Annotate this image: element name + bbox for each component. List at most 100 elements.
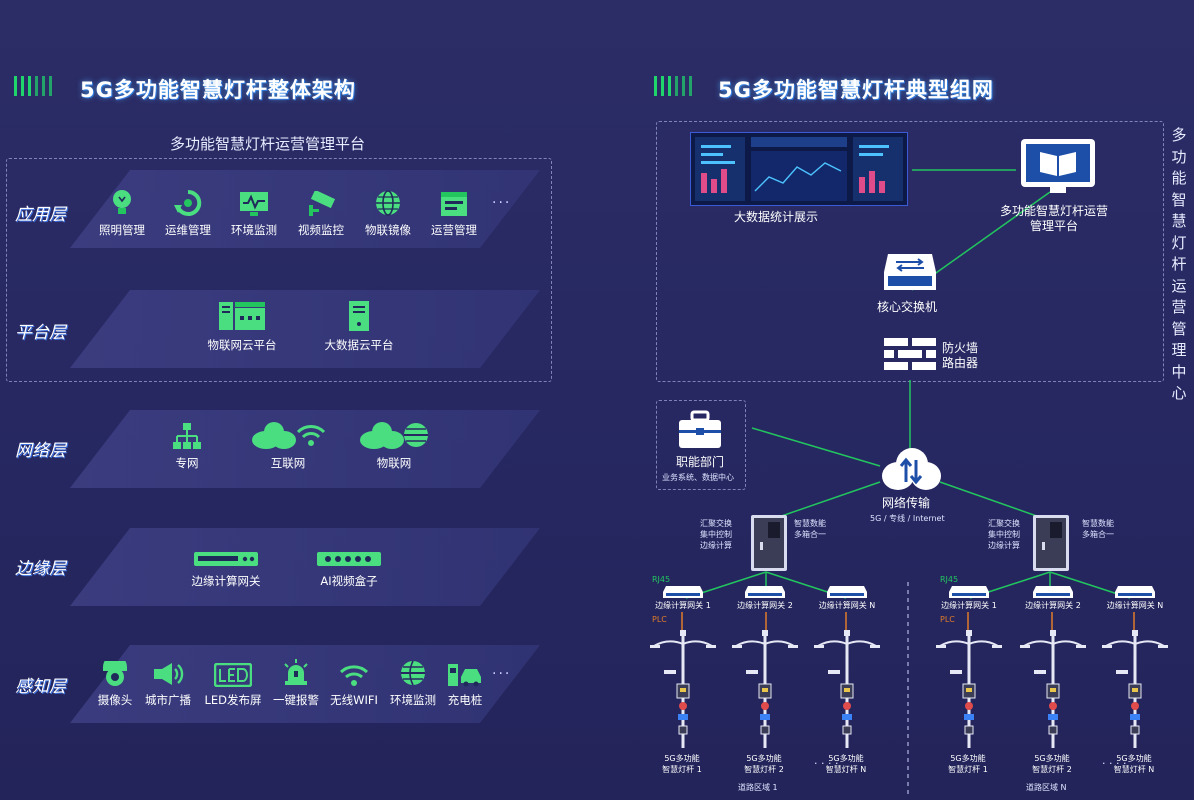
layer-label-network: 网络层 bbox=[15, 441, 66, 461]
cloud-globe-icon bbox=[354, 420, 434, 450]
pole-ellipsis-2: · · · · bbox=[1102, 757, 1127, 770]
street-pole-label: 5G多功能 智慧灯杆 2 bbox=[1032, 754, 1072, 774]
camera-icon bbox=[75, 657, 155, 687]
street-pole-label: 5G多功能 智慧灯杆 N bbox=[825, 754, 867, 774]
layer-label-application: 应用层 bbox=[15, 205, 66, 225]
smart-box-label-2: 智慧数能 多箱合一 bbox=[1082, 519, 1114, 539]
lightbulb-icon bbox=[82, 187, 162, 217]
charger-icon bbox=[425, 657, 505, 687]
pole-ellipsis-1: · · · · bbox=[814, 757, 839, 770]
plc-tag-1: PLC bbox=[652, 615, 667, 624]
monitor-wave-icon bbox=[214, 187, 294, 217]
globe-icon bbox=[348, 187, 428, 217]
edge-item-gateway: 边缘计算网关 bbox=[186, 538, 266, 589]
sense-item-charger: 充电桩 bbox=[425, 657, 505, 708]
sense-item-wifi: 无线WIFI bbox=[314, 657, 394, 708]
monitor-icon bbox=[1020, 138, 1096, 196]
app-item-lighting: 照明管理 bbox=[82, 187, 162, 238]
firewall-icon bbox=[884, 338, 936, 372]
band-network bbox=[70, 410, 540, 488]
env-globe-icon bbox=[373, 657, 453, 687]
department-sub-label: 业务系统、数据中心 bbox=[662, 473, 734, 482]
network-item-private: 专网 bbox=[147, 420, 227, 471]
agg-switch-label-1: 汇聚交换 集中控制 边缘计算 bbox=[700, 519, 732, 550]
edge-gateway-label: 边缘计算网关 N bbox=[1106, 601, 1164, 610]
network-sub-label: 5G / 专线 / Internet bbox=[870, 514, 945, 523]
alarm-icon bbox=[256, 657, 336, 687]
app-item-video: 视频监控 bbox=[281, 187, 361, 238]
app-item-iot-mirror: 物联镜像 bbox=[348, 187, 428, 238]
cabinet-icon-2 bbox=[1032, 514, 1070, 572]
street-light-pole-icon bbox=[730, 630, 800, 750]
platform-dashed-frame bbox=[6, 158, 552, 382]
network-item-iot: 物联网 bbox=[354, 420, 434, 471]
edge-gateway-device-icon bbox=[948, 584, 990, 598]
speaker-icon bbox=[128, 657, 208, 687]
street-light-pole-icon bbox=[812, 630, 882, 750]
bigdata-dashboard-screen bbox=[690, 132, 908, 206]
app-item-operations: 运营管理 bbox=[414, 187, 494, 238]
rj45-tag-2: RJ45 bbox=[940, 575, 959, 584]
edge-gateway-label: 边缘计算网关 2 bbox=[737, 601, 793, 610]
platform-label: 多功能智慧灯杆运营 管理平台 bbox=[1000, 204, 1109, 233]
core-switch-label: 核心交换机 bbox=[877, 300, 938, 314]
edge-gateway-label: 边缘计算网关 1 bbox=[941, 601, 997, 610]
edge-gateway-label: 边缘计算网关 N bbox=[818, 601, 876, 610]
bigdata-label: 大数据统计展示 bbox=[734, 210, 819, 224]
iot-platform-icon bbox=[200, 302, 284, 332]
firewall-label: 防火墙 路由器 bbox=[942, 341, 979, 370]
cctv-camera-icon bbox=[281, 187, 361, 217]
network-label: 网络传输 bbox=[882, 496, 931, 510]
wifi-icon bbox=[314, 657, 394, 687]
platform-title: 多功能智慧灯杆运营管理平台 bbox=[170, 135, 366, 153]
platform-item-iot-cloud: 物联网云平台 bbox=[200, 302, 284, 353]
sense-item-led: LED发布屏 bbox=[193, 657, 273, 708]
panel-icon bbox=[414, 187, 494, 217]
network-cloud-icon bbox=[880, 446, 942, 492]
center-vertical-title: 多功能智慧灯杆运营管理中心 bbox=[1171, 126, 1187, 402]
networking-title: 5G多功能智慧灯杆典型组网 bbox=[718, 78, 994, 102]
server-icon bbox=[316, 301, 402, 332]
street-pole-label: 5G多功能 智慧灯杆 2 bbox=[744, 754, 784, 774]
video-box-icon bbox=[309, 538, 389, 568]
edge-gateway-device-icon bbox=[1032, 584, 1074, 598]
street-light-pole-icon bbox=[934, 630, 1004, 750]
briefcase-icon bbox=[678, 410, 722, 450]
sense-more-dots: ··· bbox=[492, 666, 512, 682]
core-switch-icon bbox=[882, 250, 938, 294]
edge-gateway-device-icon bbox=[1114, 584, 1156, 598]
gateway-icon bbox=[186, 538, 266, 568]
region-n-label: 道路区域 N bbox=[1026, 783, 1067, 792]
street-pole-label: 5G多功能 智慧灯杆 1 bbox=[662, 754, 702, 774]
title-decoration-bars bbox=[14, 76, 52, 96]
band-platform bbox=[70, 290, 540, 368]
band-edge bbox=[70, 528, 540, 606]
street-pole-label: 5G多功能 智慧灯杆 N bbox=[1113, 754, 1155, 774]
sense-item-alarm: 一键报警 bbox=[256, 657, 336, 708]
edge-gateway-label: 边缘计算网关 1 bbox=[655, 601, 711, 610]
layer-label-edge: 边缘层 bbox=[15, 559, 66, 579]
edge-gateway-device-icon bbox=[662, 584, 704, 598]
edge-gateway-device-icon bbox=[744, 584, 786, 598]
department-label: 职能部门 bbox=[676, 455, 725, 469]
app-more-dots: ··· bbox=[492, 195, 512, 211]
rj45-tag-1: RJ45 bbox=[652, 575, 671, 584]
platform-item-bigdata-cloud: 大数据云平台 bbox=[316, 301, 402, 353]
edge-gateway-device-icon bbox=[826, 584, 868, 598]
sense-item-environment: 环境监测 bbox=[373, 657, 453, 708]
recycle-icon bbox=[148, 187, 228, 217]
title-decoration-bars-right bbox=[654, 76, 692, 96]
cloud-wifi-icon bbox=[248, 420, 328, 450]
network-item-internet: 互联网 bbox=[248, 420, 328, 471]
network-tree-icon bbox=[147, 420, 227, 450]
app-item-environment: 环境监测 bbox=[214, 187, 294, 238]
street-light-pole-icon bbox=[1100, 630, 1170, 750]
department-dashed-frame bbox=[656, 400, 746, 490]
architecture-title: 5G多功能智慧灯杆整体架构 bbox=[80, 78, 356, 102]
agg-switch-label-2: 汇聚交换 集中控制 边缘计算 bbox=[988, 519, 1020, 550]
edge-gateway-label: 边缘计算网关 2 bbox=[1025, 601, 1081, 610]
plc-tag-2: PLC bbox=[940, 615, 955, 624]
region-1-label: 道路区域 1 bbox=[738, 783, 778, 792]
street-light-pole-icon bbox=[1018, 630, 1088, 750]
